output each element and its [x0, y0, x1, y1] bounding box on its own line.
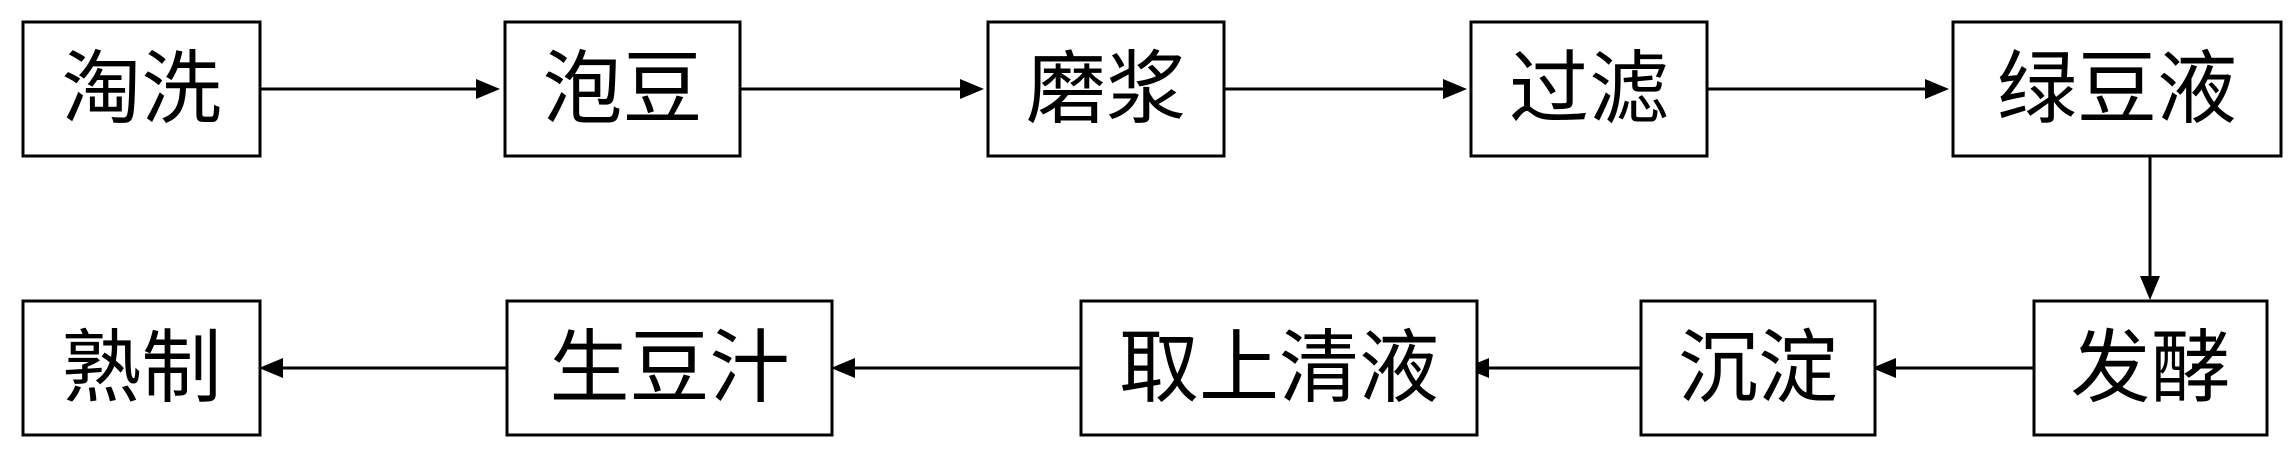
arrow-head	[1872, 358, 1896, 378]
step-box	[986, 20, 1226, 158]
step-label: 磨浆	[1026, 43, 1186, 136]
steps: 淘洗 泡豆 磨浆 过滤 绿豆液 发酵 沉淀 取上清液	[21, 20, 2283, 437]
step-box	[1469, 20, 1709, 158]
connectors	[259, 79, 2160, 378]
step-label: 沉淀	[1678, 322, 1838, 415]
step-filter: 过滤	[1469, 20, 1709, 158]
step-label: 淘洗	[62, 43, 222, 136]
arrow-s8-to-s9	[831, 358, 1081, 378]
step-label: 生豆汁	[550, 322, 790, 415]
step-box	[2032, 299, 2269, 437]
arrow-head	[1925, 79, 1949, 99]
step-box	[21, 299, 262, 437]
arrow-s5-to-s6	[2140, 155, 2160, 300]
step-label: 过滤	[1509, 43, 1669, 136]
arrow-head	[259, 358, 283, 378]
step-box	[503, 20, 742, 158]
step-box	[1079, 299, 1479, 437]
step-box	[21, 20, 262, 158]
step-soak-beans: 泡豆	[503, 20, 742, 158]
step-settle: 沉淀	[1639, 299, 1877, 437]
step-take-supernatant: 取上清液	[1079, 299, 1479, 437]
arrow-s3-to-s4	[1224, 79, 1467, 99]
step-box	[1639, 299, 1877, 437]
arrow-s2-to-s3	[740, 79, 984, 99]
arrow-head	[2140, 276, 2160, 300]
step-box	[505, 299, 834, 437]
arrow-s7-to-s8	[1465, 358, 1641, 378]
step-cook: 熟制	[21, 299, 262, 437]
step-label: 绿豆液	[1997, 43, 2237, 136]
step-label: 熟制	[62, 322, 222, 415]
step-box	[1951, 20, 2283, 158]
step-label: 取上清液	[1119, 322, 1439, 415]
arrow-head	[1443, 79, 1467, 99]
arrow-s4-to-s5	[1707, 79, 1949, 99]
arrow-head	[831, 358, 855, 378]
step-grind: 磨浆	[986, 20, 1226, 158]
arrow-s9-to-s10	[259, 358, 507, 378]
step-label: 发酵	[2071, 322, 2231, 415]
step-label: 泡豆	[543, 43, 703, 136]
step-mung-bean-liquid: 绿豆液	[1951, 20, 2283, 158]
arrow-s6-to-s7	[1872, 358, 2034, 378]
arrow-head	[476, 79, 500, 99]
step-ferment: 发酵	[2032, 299, 2269, 437]
arrow-head	[960, 79, 984, 99]
arrow-s1-to-s2	[260, 79, 500, 99]
step-wash: 淘洗	[21, 20, 262, 158]
step-raw-bean-juice: 生豆汁	[505, 299, 834, 437]
